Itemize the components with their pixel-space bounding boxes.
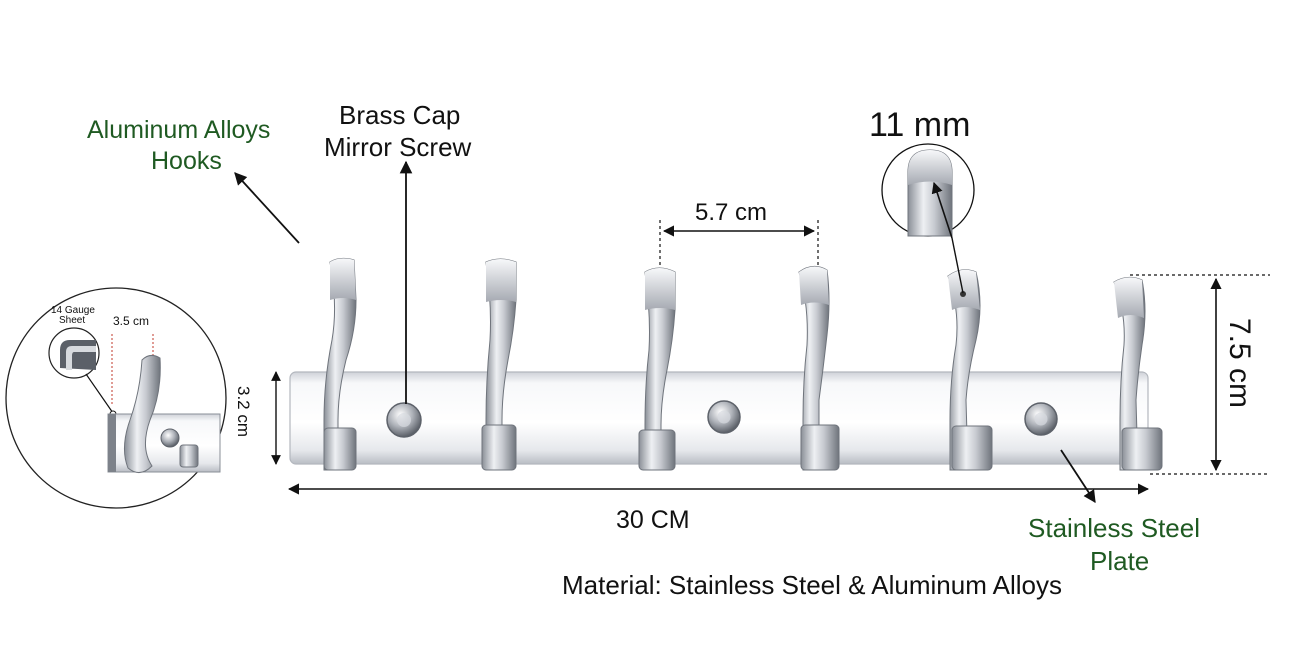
mirror-screw [707, 400, 741, 434]
height-label: 7.5 cm [1223, 318, 1256, 409]
plate-height-label: 3.2 cm [234, 386, 253, 438]
screw-label-line2: Mirror Screw [324, 132, 472, 162]
hooks-pointer-arrow [234, 172, 300, 244]
length-label: 30 CM [616, 506, 690, 534]
depth-label: 3.5 cm [113, 314, 150, 328]
material-label: Material: Stainless Steel & Aluminum All… [562, 570, 1062, 600]
gauge-label-line2: Sheet [59, 315, 86, 326]
spacing-dimension [659, 220, 819, 268]
hook [638, 267, 676, 471]
hooks-label-line2: Hooks [151, 147, 222, 175]
hook-thickness-label: 11 mm [869, 106, 971, 144]
hook [481, 258, 517, 471]
gauge-label-line1: 14 Gauge [51, 305, 95, 316]
plate-label-line2: Plate [1090, 546, 1150, 576]
plate-label-line1: Stainless Steel [1028, 513, 1200, 543]
hook [798, 266, 840, 471]
hook [1113, 276, 1163, 471]
mirror-screw [1024, 402, 1058, 436]
hooks-label-line1: Aluminum Alloys [87, 116, 271, 144]
screw-label-line1: Brass Cap [339, 100, 461, 130]
hook [947, 269, 993, 471]
side-view-inset [5, 287, 227, 509]
height-dimension [1130, 274, 1270, 475]
spacing-label: 5.7 cm [695, 199, 768, 226]
mirror-screw [386, 402, 422, 438]
hook [323, 257, 357, 471]
hook-tip-zoom [881, 143, 975, 294]
